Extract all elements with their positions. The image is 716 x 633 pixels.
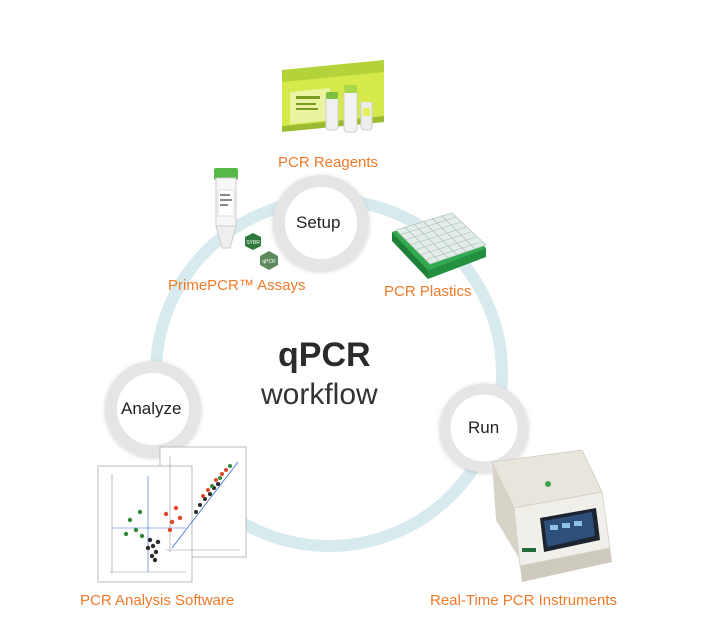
run-label: Run [468, 418, 500, 437]
primepcr-tube-image [214, 168, 238, 249]
primepcr-assays-label: PrimePCR™ Assays [168, 277, 306, 294]
pcr-plate-image [392, 212, 487, 279]
pcr-analysis-software-label: PCR Analysis Software [80, 592, 235, 609]
run-node [439, 383, 529, 473]
qpcr-badge-label: qPCR [262, 259, 276, 265]
pcr-plastics-label: PCR Plastics [384, 283, 472, 300]
sybr-badge [245, 233, 261, 250]
setup-label: Setup [296, 213, 341, 232]
real-time-pcr-instruments-label: Real-Time PCR Instruments [430, 592, 617, 609]
analysis-software-image [97, 446, 247, 583]
pcr-instrument-image [491, 449, 612, 582]
analyze-label: Analyze [121, 399, 182, 418]
workflow-title-sub: workflow [261, 378, 378, 411]
qpcr-badge [260, 251, 278, 270]
reagent-kit-image [282, 60, 384, 133]
workflow-title-main: qPCR [278, 336, 371, 374]
pcr-reagents-label: PCR Reagents [278, 154, 379, 171]
setup-node [273, 175, 369, 271]
analyze-node [105, 361, 201, 457]
sybr-badge-label: SYBR [246, 240, 260, 246]
